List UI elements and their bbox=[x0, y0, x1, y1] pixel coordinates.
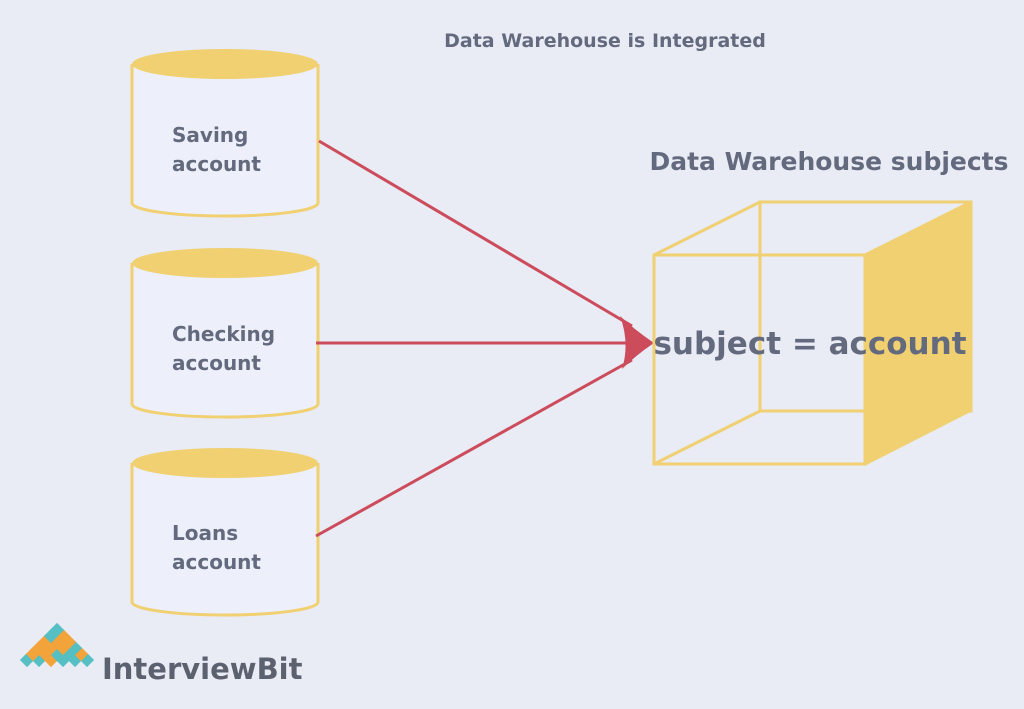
target-label: subject = account bbox=[653, 326, 966, 362]
cylinder-body bbox=[130, 463, 320, 617]
logo-wordmark: InterviewBit bbox=[102, 652, 303, 686]
database-label-line1: Saving bbox=[172, 123, 248, 147]
database-label-line2: account bbox=[172, 152, 261, 176]
data-warehouse-cube bbox=[652, 200, 973, 466]
cylinder-top bbox=[132, 448, 318, 478]
database-label-line1: Checking bbox=[172, 322, 275, 346]
database-label-line2: account bbox=[172, 550, 261, 574]
database-checking-account: Checking account bbox=[130, 248, 320, 419]
cylinder-top bbox=[132, 49, 318, 79]
database-loans-account: Loans account bbox=[130, 448, 320, 617]
cylinder-body bbox=[130, 64, 320, 218]
database-label-line1: Loans bbox=[172, 521, 238, 545]
logo-wordmark-part-a: Interview bbox=[102, 652, 257, 686]
diagram-title: Data Warehouse is Integrated bbox=[444, 30, 766, 52]
arrow-line-loans bbox=[315, 358, 633, 538]
logo-wordmark-part-b: Bit bbox=[257, 652, 303, 686]
cube-edge bbox=[653, 409, 761, 466]
target-heading: Data Warehouse subjects bbox=[649, 147, 1008, 176]
logo-diamond-icon bbox=[19, 622, 95, 668]
database-label-line2: account bbox=[172, 351, 261, 375]
cube-edge bbox=[653, 200, 761, 257]
arrow-line-saving bbox=[318, 139, 633, 328]
arrowhead bbox=[620, 316, 654, 369]
cylinder-top bbox=[132, 248, 318, 278]
cylinder-body bbox=[130, 263, 320, 419]
cube-front-face bbox=[652, 253, 867, 466]
arrows bbox=[315, 139, 654, 538]
database-saving-account: Saving account bbox=[130, 49, 320, 218]
interviewbit-logo: InterviewBit bbox=[19, 622, 303, 686]
